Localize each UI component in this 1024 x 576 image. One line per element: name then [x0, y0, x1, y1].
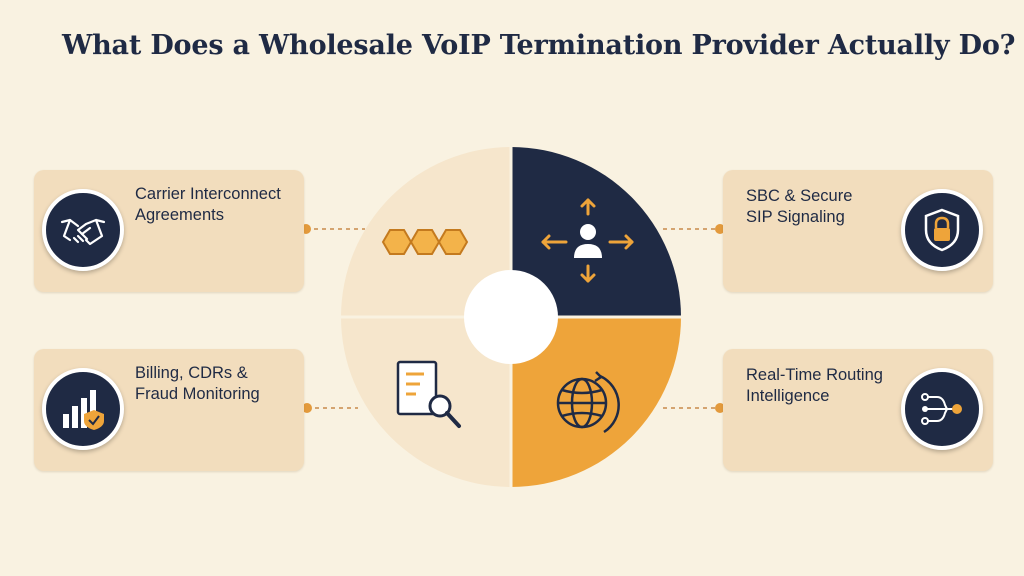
- user-arrows-icon: [541, 198, 634, 283]
- connector-billing: [302, 403, 358, 413]
- hexagon-chain-icon: [381, 229, 469, 255]
- bar-chart-shield-icon: [42, 368, 124, 450]
- card-sbc-sip: SBC & Secure SIP Signaling: [723, 170, 993, 292]
- wheel-center: [464, 270, 558, 364]
- card-routing-intelligence: Real-Time Routing Intelligence: [723, 349, 993, 471]
- shield-lock-icon: [901, 189, 983, 271]
- card-label: Carrier Interconnect Agreements: [135, 185, 281, 224]
- document-search-icon: [396, 360, 461, 428]
- card-label: Real-Time Routing Intelligence: [746, 366, 883, 405]
- connector-routing: [663, 403, 725, 413]
- globe-refresh-icon: [556, 371, 620, 434]
- handshake-icon: [42, 189, 124, 271]
- card-carrier-interconnect: Carrier Interconnect Agreements: [34, 170, 304, 292]
- page-title: What Does a Wholesale VoIP Termination P…: [62, 30, 1016, 61]
- routing-nodes-icon: [901, 368, 983, 450]
- card-label: SBC & Secure SIP Signaling: [746, 187, 853, 226]
- connector-sbc: [663, 224, 725, 234]
- card-billing-fraud: Billing, CDRs & Fraud Monitoring: [34, 349, 304, 471]
- card-label: Billing, CDRs & Fraud Monitoring: [135, 364, 260, 403]
- connector-carrier: [301, 224, 365, 234]
